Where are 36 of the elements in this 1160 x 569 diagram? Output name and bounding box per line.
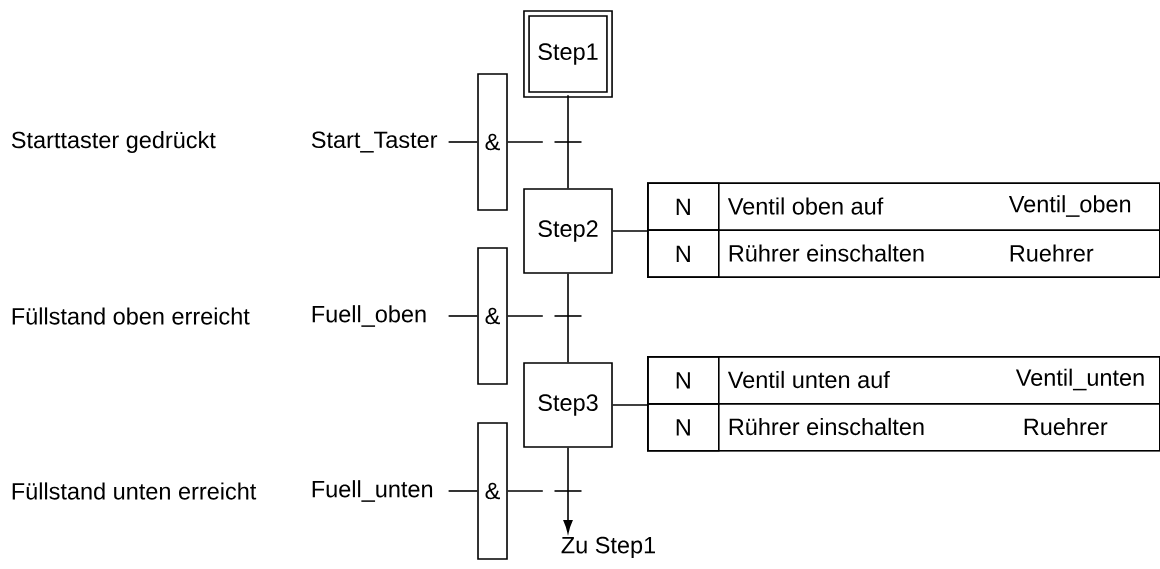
- connector-line: [447, 490, 478, 492]
- variable-name: Ventil_oben: [1008, 195, 1131, 217]
- qualifier-cell: N: [647, 229, 720, 279]
- step-box: Step2: [523, 188, 613, 274]
- connector-line: [612, 404, 648, 406]
- connector-line: [567, 94, 569, 143]
- jump-text: Zu Step1: [561, 536, 655, 559]
- action-text: Ventil oben auf: [727, 197, 884, 215]
- arrow: [563, 490, 573, 533]
- signal-name: Fuell_oben: [312, 305, 426, 327]
- condition-text: Starttaster gedrückt: [11, 131, 216, 153]
- variable-name: Ruehrer: [1024, 417, 1108, 436]
- signal-name: Start_Taster: [311, 131, 438, 153]
- and-gate: &: [477, 422, 508, 560]
- condition-text: Füllstand oben erreicht: [12, 307, 250, 325]
- action-text: Rührer einschalten: [729, 417, 924, 436]
- qualifier-cell: N: [647, 356, 720, 405]
- variable-name: Ruehrer: [1010, 244, 1094, 262]
- connector-line: [567, 273, 569, 317]
- and-gate: &: [477, 247, 508, 385]
- connector-line: [567, 141, 569, 189]
- action-text: Rührer einschalten: [729, 244, 924, 262]
- step-box: Step1: [523, 10, 613, 98]
- signal-name: Fuell_unten: [312, 480, 433, 502]
- connector-line: [447, 141, 478, 143]
- condition-text: Füllstand unten erreicht: [12, 482, 257, 500]
- connector-line: [612, 230, 648, 232]
- connector-line: [567, 315, 569, 363]
- qualifier-cell: N: [647, 182, 720, 232]
- connector-line: [567, 447, 569, 492]
- connector-line: [447, 315, 478, 317]
- step-box: Step3: [523, 362, 613, 448]
- qualifier-cell: N: [647, 403, 720, 452]
- variable-name: Ventil_unten: [1015, 368, 1144, 391]
- action-text: Ventil unten auf: [727, 370, 890, 389]
- and-gate: &: [477, 73, 508, 211]
